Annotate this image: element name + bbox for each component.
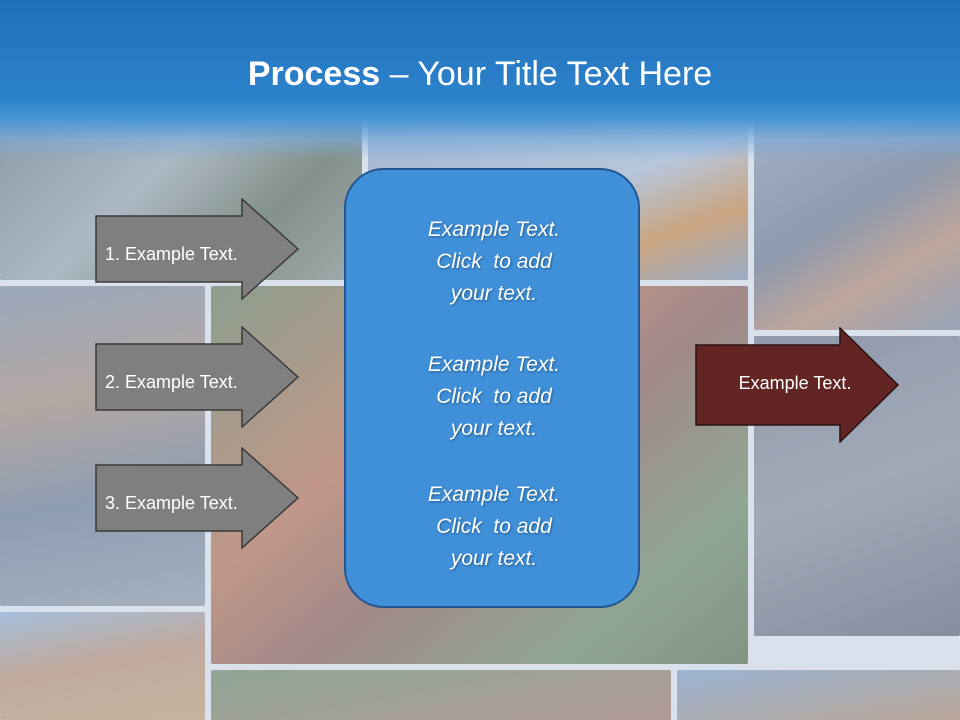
center-text-line: your text.	[450, 547, 538, 570]
center-text-block[interactable]: Example Text. Click to add your text.	[346, 349, 642, 445]
title-rest: – Your Title Text Here	[380, 55, 713, 93]
step-arrow-label: 1. Example Text.	[105, 244, 238, 264]
center-text-line: your text.	[450, 282, 538, 305]
center-text-line: your text.	[450, 417, 538, 440]
step-arrow-label: 2. Example Text.	[105, 372, 238, 392]
title-band	[0, 0, 960, 160]
center-text-line: Click to add	[436, 385, 552, 408]
collage-photo	[211, 670, 671, 720]
center-text-block[interactable]: Example Text. Click to add your text.	[346, 479, 642, 575]
slide-title[interactable]: Process – Your Title Text Here	[0, 52, 960, 96]
collage-photo	[0, 612, 205, 720]
center-text-line: Example Text.	[427, 483, 561, 506]
collage-photo	[677, 670, 960, 720]
center-text-line: Click to add	[436, 250, 552, 273]
center-text-block[interactable]: Example Text. Click to add your text.	[346, 214, 642, 310]
center-text-box[interactable]: Example Text. Click to add your text. Ex…	[344, 168, 640, 608]
step-arrow-1[interactable]: 1. Example Text.	[95, 198, 300, 300]
title-bold: Process	[247, 55, 381, 93]
center-text-line: Click to add	[436, 515, 552, 538]
step-arrow-2[interactable]: 2. Example Text.	[95, 326, 300, 428]
output-arrow-label: Example Text.	[738, 373, 852, 393]
output-arrow[interactable]: Example Text.	[695, 327, 900, 443]
collage-photo	[0, 286, 205, 606]
center-text-line: Example Text.	[427, 218, 561, 241]
center-text-line: Example Text.	[427, 353, 561, 376]
step-arrow-label: 3. Example Text.	[105, 493, 238, 513]
step-arrow-3[interactable]: 3. Example Text.	[95, 447, 300, 549]
